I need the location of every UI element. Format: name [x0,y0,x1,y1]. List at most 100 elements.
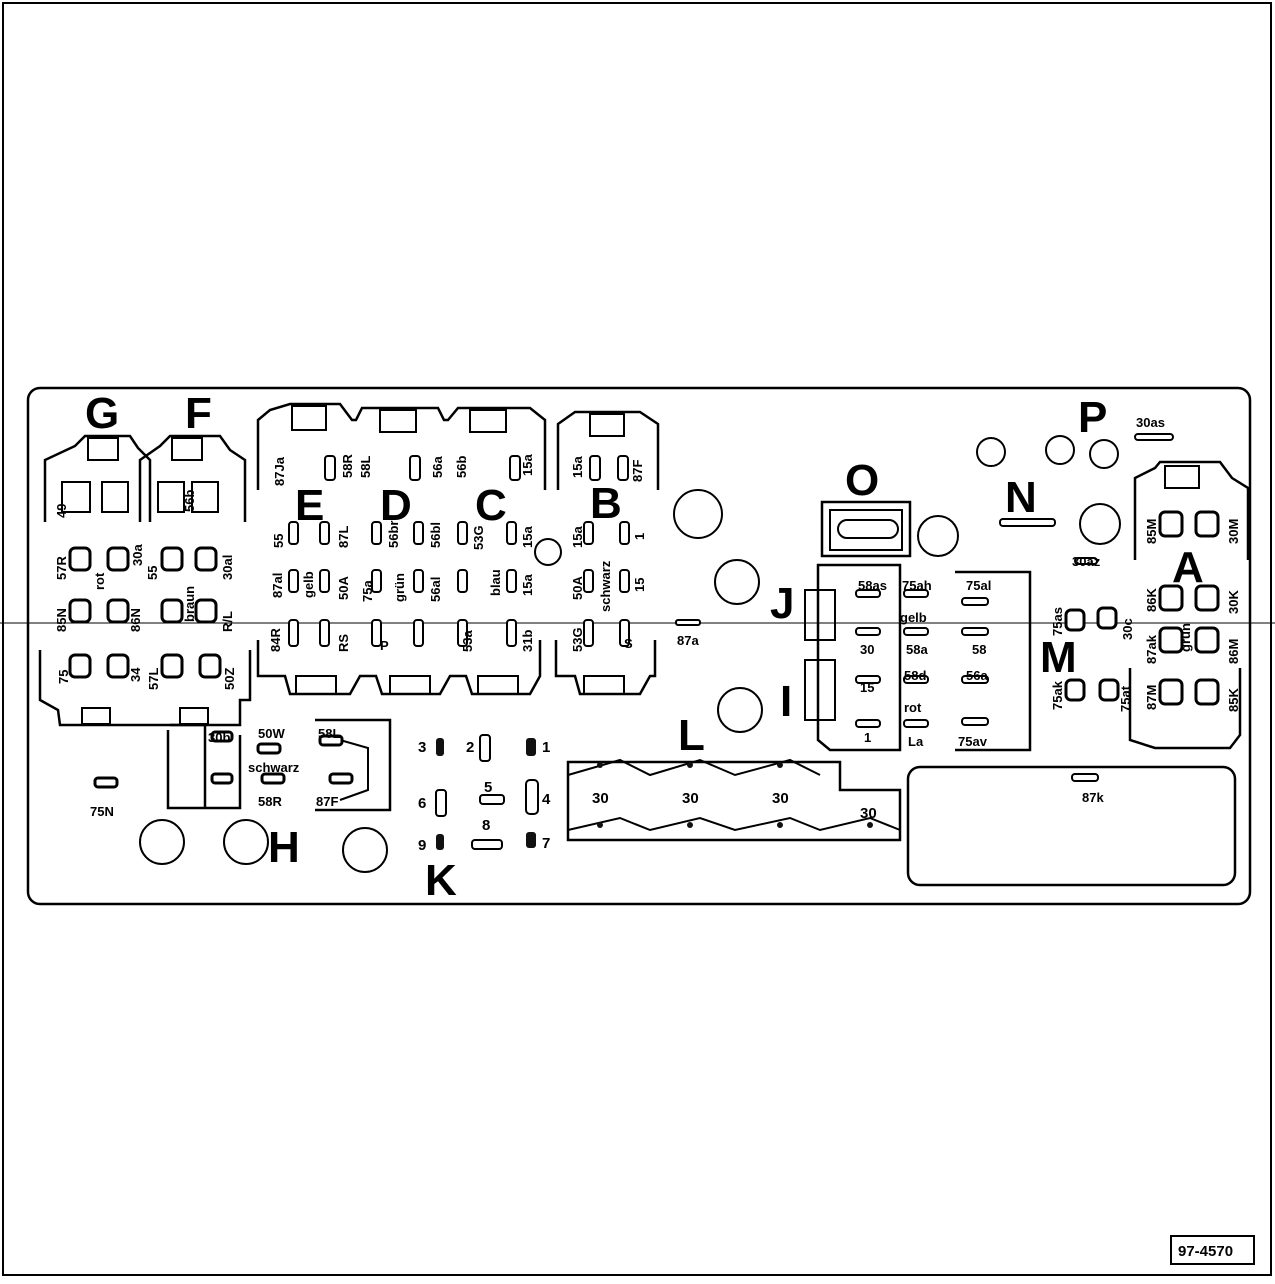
label-15a-upper-c: 15a [520,454,535,476]
label-l-30-4: 30 [860,805,877,822]
module-n-bar [999,518,1056,527]
label-53g-top: 53G [471,525,486,550]
label-blau: blau [488,569,503,596]
label-30al: 30al [220,555,235,580]
label-75ak: 75ak [1050,680,1065,710]
label-53g-bottom: 53G [570,627,585,652]
label-87m: 87M [1144,685,1159,710]
label-15a-center: 15a [520,526,535,548]
label-87l: 87L [336,526,351,548]
module-letter-k: K [425,856,457,905]
label-75av: 75av [958,734,988,749]
relay-socket-b [554,410,660,696]
label-panel [906,765,1237,887]
label-57r: 57R [54,556,69,580]
module-o-socket [820,500,912,558]
label-56a: 56a [430,456,445,478]
label-87al: 87al [270,573,285,598]
label-l-30-3: 30 [772,790,789,807]
label-gelb-center: gelb [301,571,316,598]
label-30a: 30a [130,544,145,566]
label-86k: 86K [1144,588,1159,612]
label-rot-right: rot [904,700,922,715]
label-gelb-right: gelb [900,610,927,625]
module-letter-j: J [770,579,794,628]
label-31b: 31b [520,630,535,652]
label-p: P [380,638,389,653]
label-87k: 87k [1082,790,1104,805]
label-gruen-a: grün [1178,623,1193,652]
relay-socket-f [138,434,247,522]
label-15a-upper-b: 15a [570,456,585,478]
module-letter-g: G [85,389,119,438]
module-letter-l: L [678,711,705,760]
label-15-i: 15 [860,680,874,695]
label-30as: 30as [1136,415,1165,430]
label-30k: 30K [1226,590,1241,614]
module-ji-socket [804,563,1032,752]
label-75al: 75al [966,578,991,593]
module-letter-i: I [780,677,792,726]
label-58: 58 [972,642,986,657]
label-84r: 84R [268,628,283,652]
label-1-b: 1 [632,533,647,540]
label-l-30-2: 30 [682,790,699,807]
label-58r: 58R [340,454,355,478]
label-87a: 87a [677,633,699,648]
label-86m: 86M [1226,639,1241,664]
label-k-9: 9 [418,837,426,854]
label-56bl: 56bl [428,522,443,548]
label-l-30-1: 30 [592,790,609,807]
label-30m: 30M [1226,519,1241,544]
label-30-j: 30 [860,642,874,657]
label-49: 49 [54,504,69,518]
label-56b-left: 56b [182,490,197,512]
label-58l-h: 58L [318,726,340,741]
label-1-i: 1 [864,730,871,745]
module-letter-m: M [1040,633,1077,682]
label-la: La [908,734,924,749]
figure-id: 97-4570 [1178,1243,1233,1260]
label-85n: 85N [54,608,69,632]
label-30c: 30c [1120,618,1135,640]
module-letter-p: P [1078,393,1107,442]
label-braun: braun [182,586,197,622]
label-56a-right: 56a [966,668,988,683]
label-rot-left: rot [92,572,107,590]
label-k-6: 6 [418,795,426,812]
label-15a-b: 15a [570,526,585,548]
label-50z: 50Z [222,668,237,690]
module-letter-a: A [1172,543,1204,592]
relay-socket-edc [256,402,547,696]
center-slot-terminals [288,455,701,647]
label-58r-h: 58R [258,794,282,809]
label-15a-c2: 15a [520,574,535,596]
label-58l: 58L [358,456,373,478]
mounting-holes [139,435,1121,873]
label-30az: 30az [1072,554,1101,569]
module-letter-c: C [475,481,507,530]
module-letter-b: B [590,479,622,528]
label-k-5: 5 [484,779,492,796]
label-85k: 85K [1226,688,1241,712]
label-50a-b: 50A [570,576,585,600]
module-k-terminals [435,734,539,850]
label-rs: RS [336,634,351,652]
label-55-left: 55 [145,566,160,580]
label-75as: 75as [1050,607,1065,636]
label-56br: 56br [386,521,401,548]
label-75n: 75N [90,804,114,819]
label-87ja: 87Ja [272,456,287,486]
label-15-b: 15 [632,578,647,592]
label-k-2: 2 [466,739,474,756]
left-terminal-tiles [68,546,222,679]
module-letter-o: O [845,456,879,505]
label-58a: 58a [906,642,928,657]
figure-id-box [1170,1235,1255,1265]
relay-socket-g [43,434,152,522]
label-55-center: 55 [271,534,286,548]
label-30b: 30b [208,730,230,745]
label-r-l: R/L [220,611,235,632]
